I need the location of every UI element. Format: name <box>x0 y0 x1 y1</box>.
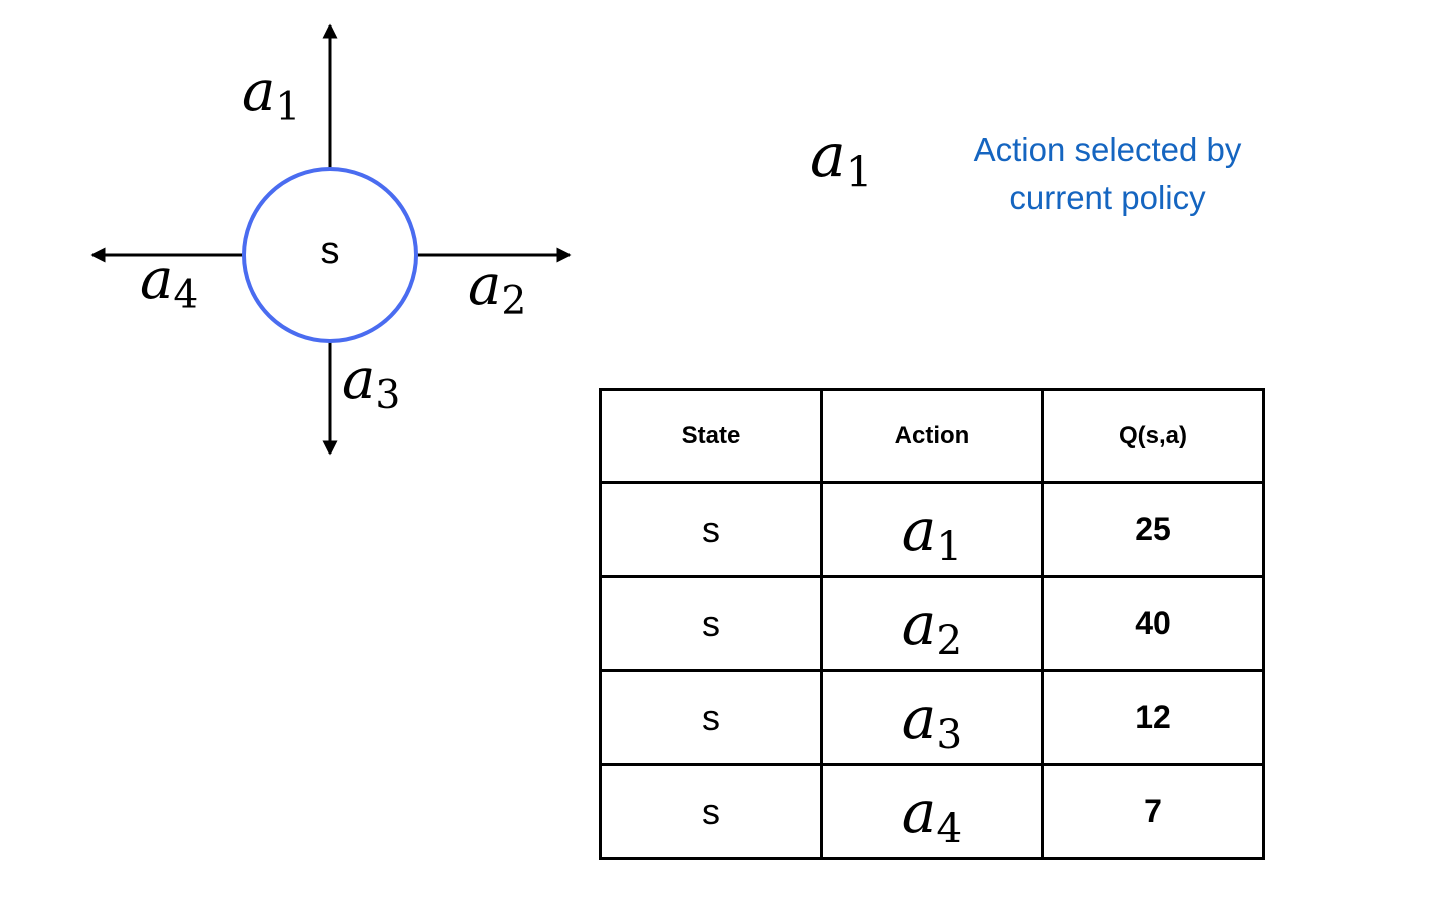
policy-note: Action selected by current policy <box>935 126 1280 222</box>
action-label-right: a2 <box>468 253 527 324</box>
table-row: s a3 12 <box>599 669 1265 766</box>
table-row: s a4 7 <box>599 763 1265 860</box>
header-q: Q(s,a) <box>1041 388 1265 484</box>
cell-state: s <box>599 575 823 672</box>
cell-action: a4 <box>820 763 1044 860</box>
action-label-left: a4 <box>140 247 199 318</box>
action-label-up: a1 <box>242 59 301 130</box>
cell-q-value: 7 <box>1041 763 1265 860</box>
state-node-label: s <box>320 230 340 272</box>
policy-note-line1: Action selected by <box>973 131 1242 168</box>
cell-action: a2 <box>820 575 1044 672</box>
table-row: s a2 40 <box>599 575 1265 672</box>
selected-action-symbol: a1 <box>810 121 873 197</box>
cell-q-value: 25 <box>1041 481 1265 578</box>
state-circle <box>242 167 418 343</box>
policy-note-line2: current policy <box>1009 179 1206 216</box>
action-label-down: a3 <box>342 347 401 418</box>
cell-state: s <box>599 481 823 578</box>
header-state: State <box>599 388 823 484</box>
cell-q-value: 40 <box>1041 575 1265 672</box>
table-row: s a1 25 <box>599 481 1265 578</box>
cell-state: s <box>599 669 823 766</box>
cell-q-value: 12 <box>1041 669 1265 766</box>
cell-state: s <box>599 763 823 860</box>
cell-action: a3 <box>820 669 1044 766</box>
cell-action: a1 <box>820 481 1044 578</box>
table-header-row: State Action Q(s,a) <box>599 388 1265 484</box>
q-value-table: State Action Q(s,a) s a1 25 s a2 40 s a3… <box>599 388 1265 860</box>
header-action: Action <box>820 388 1044 484</box>
